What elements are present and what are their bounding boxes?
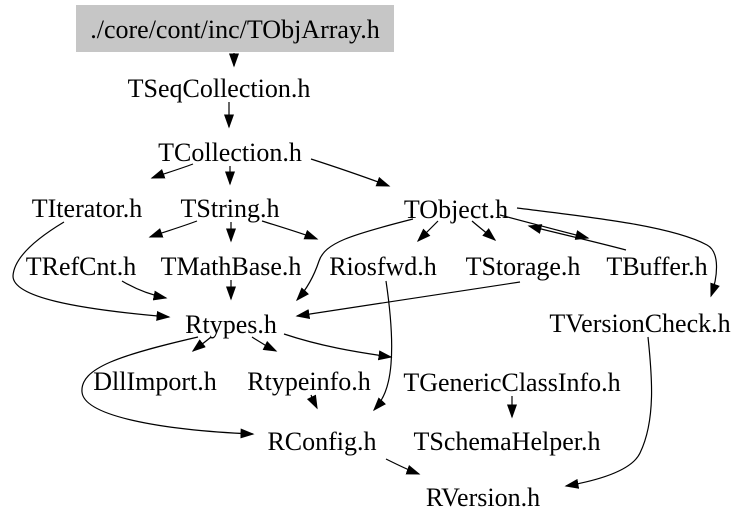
edge-tobject-tstorage — [471, 220, 497, 241]
edge-rtypes-rtypeinfo — [251, 336, 278, 352]
node-label-rtypes[interactable]: Rtypes.h — [185, 310, 277, 339]
node-label-tstorage[interactable]: TStorage.h — [466, 252, 581, 281]
edge-rconfig-rversion — [385, 458, 421, 475]
edges-layer — [12, 53, 720, 489]
node-label-tobjarray: ./core/cont/inc/TObjArray.h — [90, 15, 380, 44]
edge-tstring-riosfwd — [261, 220, 319, 240]
node-label-riosfwd[interactable]: Riosfwd.h — [329, 252, 437, 281]
edge-tobject-tbuffer — [499, 214, 590, 240]
node-label-tversioncheck[interactable]: TVersionCheck.h — [549, 309, 730, 338]
edge-trefcnt-rtypes — [121, 280, 168, 301]
node-tstorage[interactable]: TStorage.h — [466, 252, 581, 281]
edge-tversioncheck-rversion — [564, 336, 653, 489]
edge-tcollection-titerator — [150, 163, 194, 179]
node-label-tseqcollection[interactable]: TSeqCollection.h — [128, 74, 311, 103]
node-label-rconfig[interactable]: RConfig.h — [267, 427, 376, 456]
node-titerator[interactable]: TIterator.h — [32, 194, 142, 223]
node-tbuffer[interactable]: TBuffer.h — [606, 252, 707, 281]
node-label-tcollection[interactable]: TCollection.h — [158, 138, 302, 167]
node-label-tbuffer[interactable]: TBuffer.h — [606, 252, 707, 281]
edge-tstorage-rtypes — [295, 281, 521, 320]
node-label-rversion[interactable]: RVersion.h — [426, 483, 540, 512]
node-tschemahelper[interactable]: TSchemaHelper.h — [414, 427, 601, 456]
node-tgenericclassinfo[interactable]: TGenericClassInfo.h — [403, 368, 620, 397]
node-tstring[interactable]: TString.h — [181, 194, 280, 223]
node-rtypeinfo[interactable]: Rtypeinfo.h — [247, 367, 371, 396]
root-node-box — [76, 5, 394, 52]
node-rversion[interactable]: RVersion.h — [426, 483, 540, 512]
node-label-rtypeinfo[interactable]: Rtypeinfo.h — [247, 367, 371, 396]
node-trefcnt[interactable]: TRefCnt.h — [26, 252, 137, 281]
node-tseqcollection[interactable]: TSeqCollection.h — [128, 74, 311, 103]
node-label-tschemahelper[interactable]: TSchemaHelper.h — [414, 427, 601, 456]
nodes-layer: ./core/cont/inc/TObjArray.hTSeqCollectio… — [26, 5, 731, 512]
node-tversioncheck[interactable]: TVersionCheck.h — [549, 309, 730, 338]
edge-tbuffer-tobject — [527, 224, 627, 251]
node-label-tgenericclassinfo[interactable]: TGenericClassInfo.h — [403, 368, 620, 397]
edge-tobject-riosfwd — [416, 220, 439, 243]
node-tmathbase[interactable]: TMathBase.h — [161, 252, 302, 281]
node-label-dllimport[interactable]: DllImport.h — [93, 367, 217, 396]
edge-rtypes-rconfig — [81, 336, 255, 439]
node-label-tmathbase[interactable]: TMathBase.h — [161, 252, 302, 281]
edge-tstring-trefcnt — [148, 220, 198, 238]
node-tobjarray: ./core/cont/inc/TObjArray.h — [76, 5, 394, 52]
node-riosfwd[interactable]: Riosfwd.h — [329, 252, 437, 281]
node-label-tstring[interactable]: TString.h — [181, 194, 280, 223]
edge-tobject-rtypes — [295, 218, 414, 302]
node-label-titerator[interactable]: TIterator.h — [32, 194, 142, 223]
edge-rtypeinfo-rconfig — [306, 394, 318, 410]
node-dllimport[interactable]: DllImport.h — [93, 367, 217, 396]
edge-tcollection-tobject — [310, 158, 391, 187]
edge-rtypes-tgenericclassinfo — [283, 333, 393, 361]
node-tobject[interactable]: TObject.h — [404, 195, 508, 224]
node-rconfig[interactable]: RConfig.h — [267, 427, 376, 456]
node-label-tobject[interactable]: TObject.h — [404, 195, 508, 224]
edge-tobject-tversioncheck — [516, 207, 720, 298]
node-label-trefcnt[interactable]: TRefCnt.h — [26, 252, 137, 281]
node-tcollection[interactable]: TCollection.h — [158, 138, 302, 167]
node-rtypes[interactable]: Rtypes.h — [185, 310, 277, 339]
edge-riosfwd-rconfig — [372, 280, 393, 412]
edge-rtypes-dllimport — [191, 336, 212, 352]
edge-titerator-rtypes — [12, 221, 171, 321]
